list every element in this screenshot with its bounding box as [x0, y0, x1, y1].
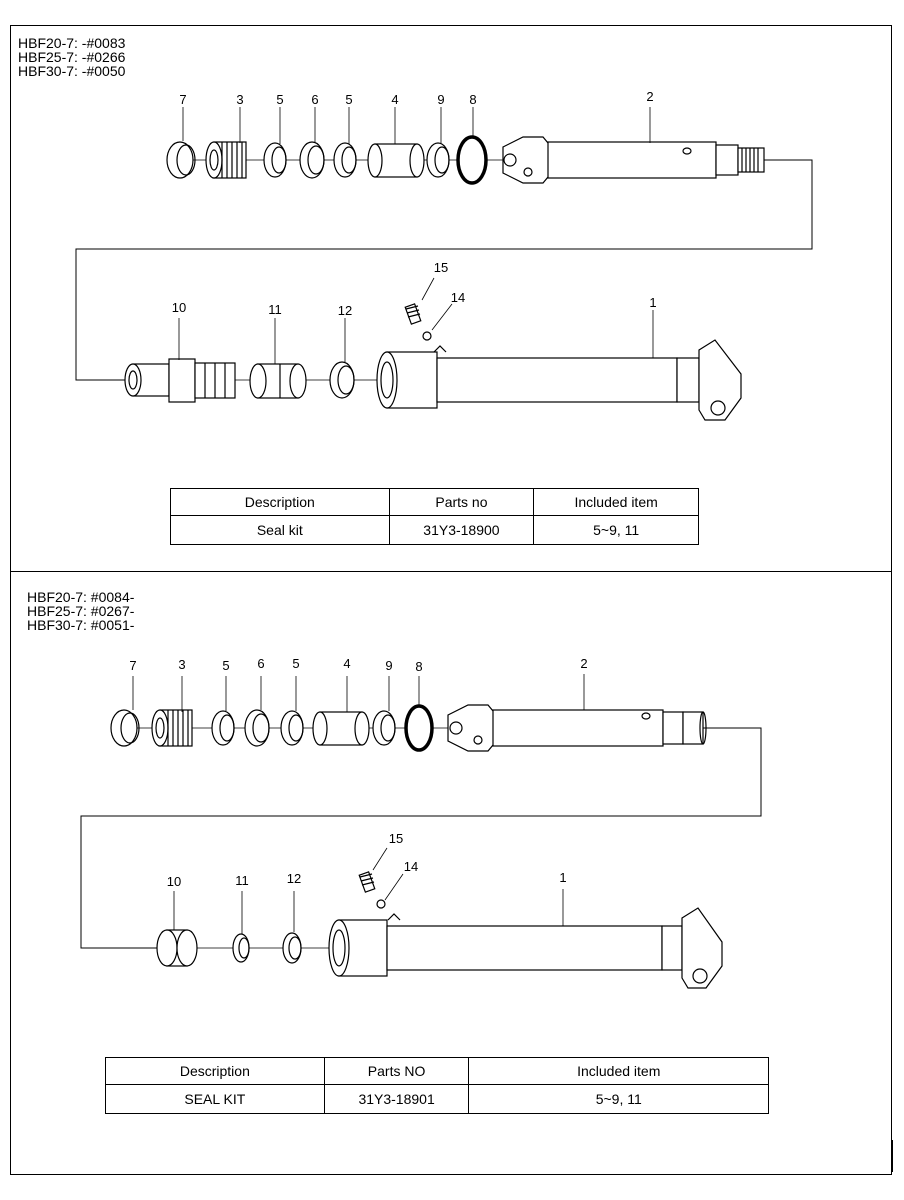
part-10-bushing [156, 929, 198, 967]
part-9-seal [426, 142, 450, 178]
part-5-seal [211, 710, 235, 746]
part-7-ring [166, 141, 196, 179]
top-row1-callouts: 7 3 5 6 5 4 9 8 2 [179, 89, 653, 107]
callout-label: 15 [434, 260, 448, 275]
model-range: HBF20-7: #0084- [27, 589, 135, 605]
callout-label: 14 [404, 859, 418, 874]
callout-label: 5 [276, 92, 283, 107]
part-3-threaded-nut [151, 709, 193, 747]
table-cell-parts-no: 31Y3-18900 [388, 515, 535, 545]
model-range: HBF25-7: -#0266 [18, 49, 126, 65]
callout-label: 6 [311, 92, 318, 107]
model-range: HBF30-7: -#0050 [18, 63, 126, 79]
callout-label: 3 [178, 657, 185, 672]
part-7-ring [110, 709, 140, 747]
part-15-setscrew [358, 871, 376, 893]
bottom-row2-callouts: 15 14 10 11 12 1 [167, 831, 567, 889]
part-2-piston-rod [502, 136, 765, 184]
part-9-seal [372, 710, 396, 746]
callout-label: 7 [129, 658, 136, 673]
callout-label: 7 [179, 92, 186, 107]
callout-label: 8 [469, 92, 476, 107]
part-4-bushing [367, 143, 425, 178]
table-header-parts-no: Parts no [388, 488, 535, 516]
part-11-seal [232, 933, 250, 963]
table-cell-included-item: 5~9, 11 [533, 515, 699, 545]
table-header-included-item: Included item [468, 1057, 769, 1085]
table-cell-description: Seal kit [170, 515, 390, 545]
part-15-setscrew [404, 303, 422, 325]
callout-label: 1 [649, 295, 656, 310]
top-seal-kit-table: Description Parts no Included item Seal … [170, 488, 699, 545]
part-12-snap-ring [329, 361, 355, 399]
table-header-parts-no: Parts NO [323, 1057, 470, 1085]
callout-label: 4 [391, 92, 398, 107]
part-8-o-ring [404, 704, 434, 752]
table-row: SEAL KIT 31Y3-18901 5~9, 11 [105, 1084, 769, 1114]
table-cell-description: SEAL KIT [105, 1084, 325, 1114]
bottom-seal-kit-table: Description Parts NO Included item SEAL … [105, 1057, 769, 1114]
part-12-snap-ring [282, 932, 302, 964]
edge-mark [891, 1140, 893, 1172]
part-11-bushing [249, 363, 307, 399]
part-5-seal [333, 142, 357, 178]
callout-label: 2 [580, 656, 587, 671]
part-14-ball [422, 331, 432, 341]
bottom-model-list: HBF20-7: #0084- HBF25-7: #0267- HBF30-7:… [27, 590, 134, 632]
model-range: HBF25-7: #0267- [27, 603, 135, 619]
callout-label: 5 [292, 656, 299, 671]
top-row2-callouts: 15 14 10 11 12 1 [172, 260, 657, 318]
part-4-bushing [312, 711, 370, 746]
part-1-cylinder-tube [376, 339, 742, 421]
callout-label: 12 [338, 303, 352, 318]
callout-label: 9 [437, 92, 444, 107]
callout-label: 4 [343, 656, 350, 671]
callout-label: 1 [559, 870, 566, 885]
table-cell-parts-no: 31Y3-18901 [323, 1084, 470, 1114]
table-header-description: Description [105, 1057, 325, 1085]
callout-label: 15 [389, 831, 403, 846]
bottom-row1-callouts: 7 3 5 6 5 4 9 8 2 [129, 656, 587, 674]
table-cell-included-item: 5~9, 11 [468, 1084, 769, 1114]
part-6-seal [244, 709, 270, 747]
callout-label: 6 [257, 656, 264, 671]
bottom-section-panel [10, 571, 892, 1175]
part-3-threaded-nut [205, 141, 247, 179]
part-1-cylinder-tube [328, 907, 723, 989]
callout-label: 10 [172, 300, 186, 315]
model-range: HBF20-7: -#0083 [18, 35, 126, 51]
top-model-list: HBF20-7: -#0083 HBF25-7: -#0266 HBF30-7:… [18, 36, 125, 78]
callout-label: 14 [451, 290, 465, 305]
callout-label: 11 [235, 873, 249, 888]
table-row: Seal kit 31Y3-18900 5~9, 11 [170, 515, 699, 545]
callout-label: 3 [236, 92, 243, 107]
table-header-description: Description [170, 488, 390, 516]
callout-label: 8 [415, 659, 422, 674]
callout-label: 11 [268, 302, 282, 317]
part-5-seal [263, 142, 287, 178]
callout-label: 10 [167, 874, 181, 889]
callout-label: 2 [646, 89, 653, 104]
part-5-seal [280, 710, 304, 746]
part-2-piston-rod [447, 704, 707, 752]
callout-label: 9 [385, 658, 392, 673]
part-6-seal [299, 141, 325, 179]
callout-label: 12 [287, 871, 301, 886]
part-14-ball [376, 899, 386, 909]
model-range: HBF30-7: #0051- [27, 617, 135, 633]
table-header-included-item: Included item [533, 488, 699, 516]
callout-label: 5 [222, 658, 229, 673]
part-10-gland [124, 358, 236, 403]
callout-label: 5 [345, 92, 352, 107]
part-8-o-ring [456, 135, 488, 185]
